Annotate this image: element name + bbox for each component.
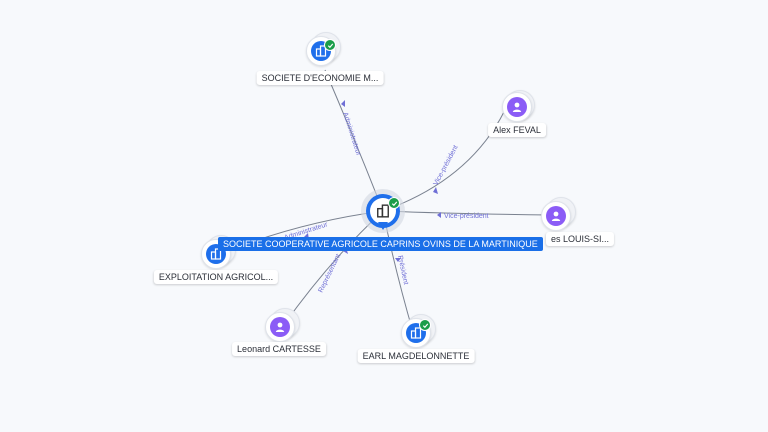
edge-arrow xyxy=(395,258,401,262)
node-label: es LOUIS-SI... xyxy=(545,232,615,246)
verified-check-icon xyxy=(388,197,400,209)
verified-check-icon xyxy=(324,39,336,51)
verified-check-icon xyxy=(419,319,431,331)
edge-label-vice-president-louis: Vice-président xyxy=(444,213,489,220)
person-icon xyxy=(546,206,566,226)
person-icon xyxy=(507,97,527,117)
center-node[interactable] xyxy=(366,194,400,230)
edge-label-vice-president-alex: Vice-président xyxy=(433,144,460,187)
edge-label-representant: Représentant xyxy=(318,253,343,294)
edge-arrow xyxy=(341,100,345,107)
edge-arrow xyxy=(437,212,441,218)
edge-arrow xyxy=(433,187,438,194)
edge-label-president: Président xyxy=(396,255,409,285)
node-label: Alex FEVAL xyxy=(488,123,546,137)
node-label: Leonard CARTESSE xyxy=(232,342,326,356)
edge-vice-president-louis xyxy=(382,210,551,216)
node-label: EARL MAGDELONNETTE xyxy=(357,349,475,363)
edge-label-administrateur-top: Administrateur xyxy=(341,111,362,157)
building-icon xyxy=(370,198,396,224)
center-node-label: SOCIETE COOPERATIVE AGRICOLE CAPRINS OVI… xyxy=(218,237,543,251)
node-label: SOCIETE D'ECONOMIE M... xyxy=(256,71,384,85)
person-icon xyxy=(270,317,290,337)
node-label: EXPLOITATION AGRICOL... xyxy=(153,270,279,284)
